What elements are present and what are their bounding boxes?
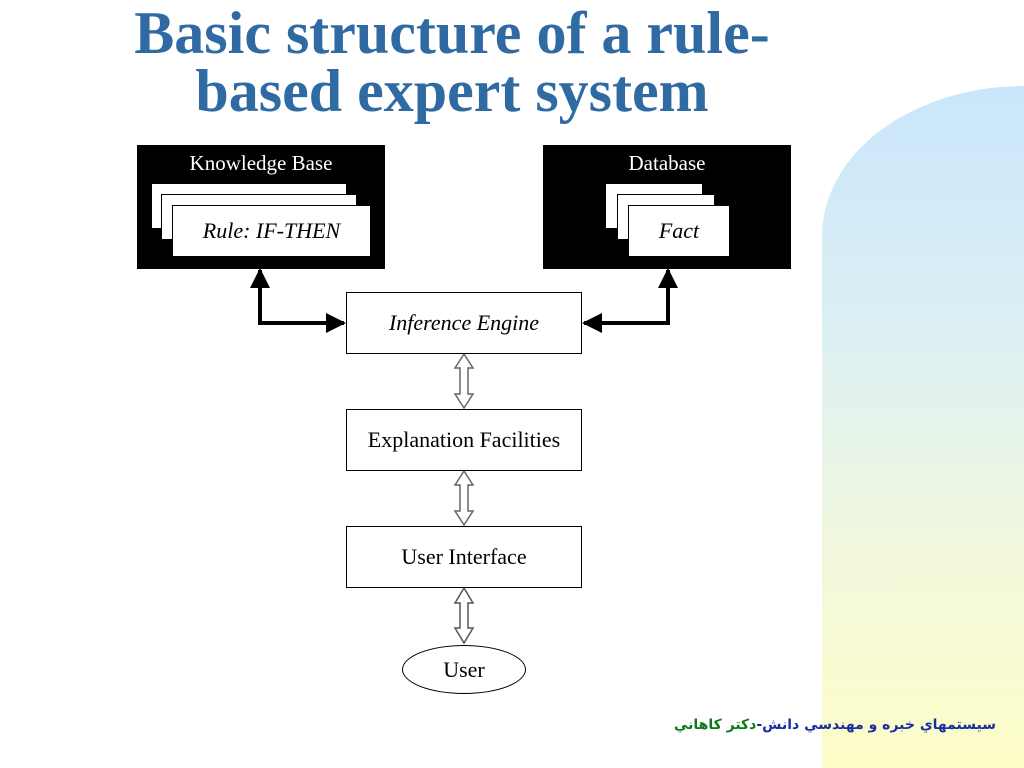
interface-user-arrow	[453, 586, 475, 645]
user-node: User	[402, 645, 526, 694]
user-interface-node: User Interface	[346, 526, 582, 588]
knowledge-base-title: Knowledge Base	[189, 151, 333, 175]
rule-card-label: Rule: IF-THEN	[202, 218, 341, 243]
footer-author: دكتر كاهاني	[673, 717, 757, 733]
fact-card-label: Fact	[658, 218, 700, 243]
explanation-interface-arrow	[453, 469, 475, 527]
explanation-facilities-node: Explanation Facilities	[346, 409, 582, 471]
inference-explanation-arrow	[453, 352, 475, 410]
slide-title: Basic structure of a rule- based expert …	[20, 0, 884, 124]
kb-inference-arrow	[250, 268, 346, 333]
rule-card-front: Rule: IF-THEN	[172, 205, 371, 257]
footer-course-title: سيستمهاي خبره و مهندسي دانش-	[756, 717, 996, 733]
knowledge-base-box: Knowledge Base Rule: IF-THEN	[137, 145, 385, 269]
slide-footer: سيستمهاي خبره و مهندسي دانش-دكتر كاهاني	[646, 712, 996, 738]
db-inference-arrow	[582, 268, 678, 333]
slide-title-line-1: Basic structure of a rule-	[134, 0, 770, 66]
slide-title-line-2: based expert system	[195, 58, 709, 124]
decorative-gradient-panel	[822, 86, 1024, 768]
database-box: Database Fact	[543, 145, 791, 269]
fact-card-front: Fact	[628, 205, 730, 257]
inference-engine-node: Inference Engine	[346, 292, 582, 354]
database-title: Database	[628, 151, 706, 175]
